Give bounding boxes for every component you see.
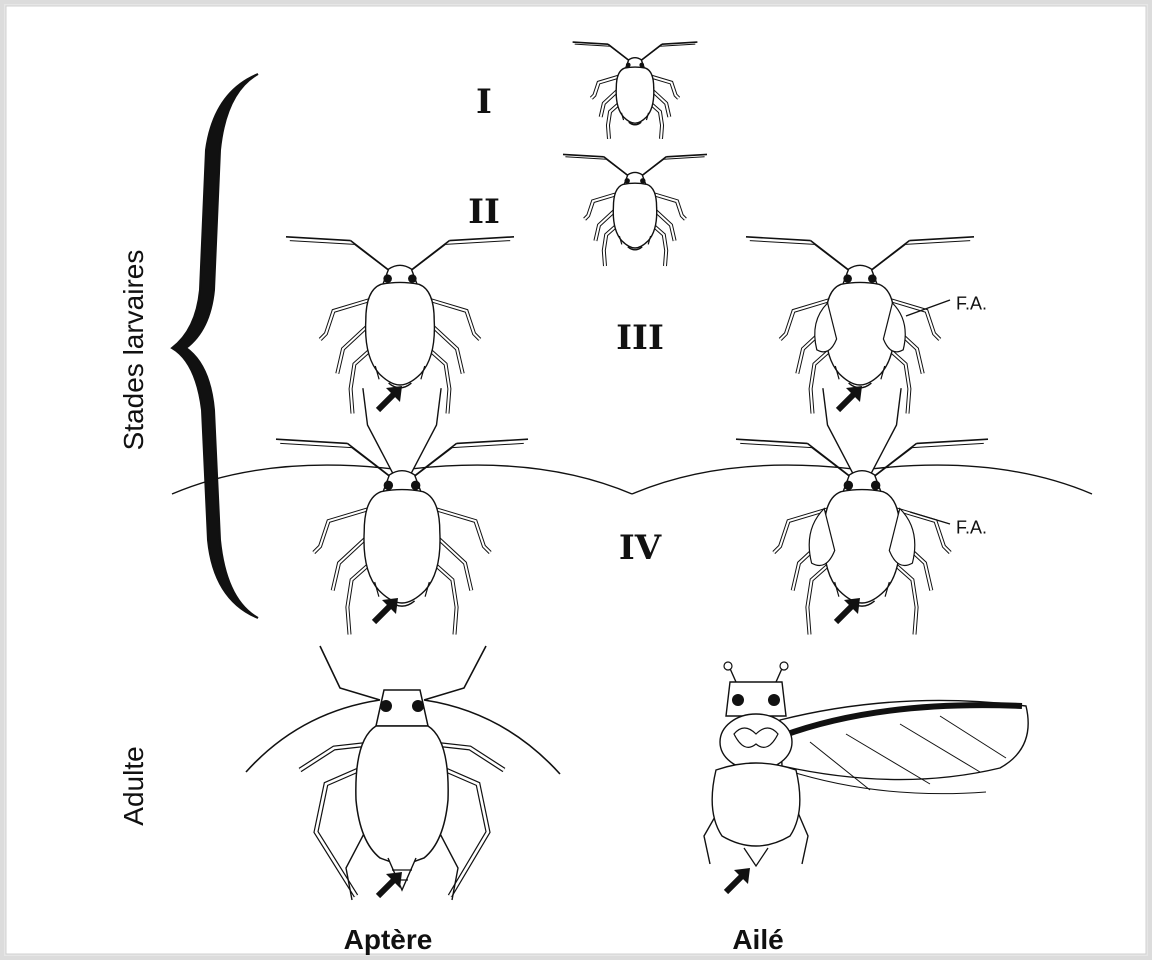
stage-label-I: I [476, 82, 492, 122]
adult-label: Adulte [118, 746, 150, 825]
wing-bud-label: F.A. [956, 518, 987, 539]
column-label-apterous: Aptère [344, 924, 433, 956]
larval-stages-label: Stades larvaires [118, 250, 150, 451]
stage-label-III: III [616, 318, 664, 358]
stage-label-II: II [468, 192, 500, 232]
column-label-winged: Ailé [732, 924, 783, 956]
wing-bud-label: F.A. [956, 294, 987, 315]
stage-label-IV: IV [619, 528, 661, 568]
